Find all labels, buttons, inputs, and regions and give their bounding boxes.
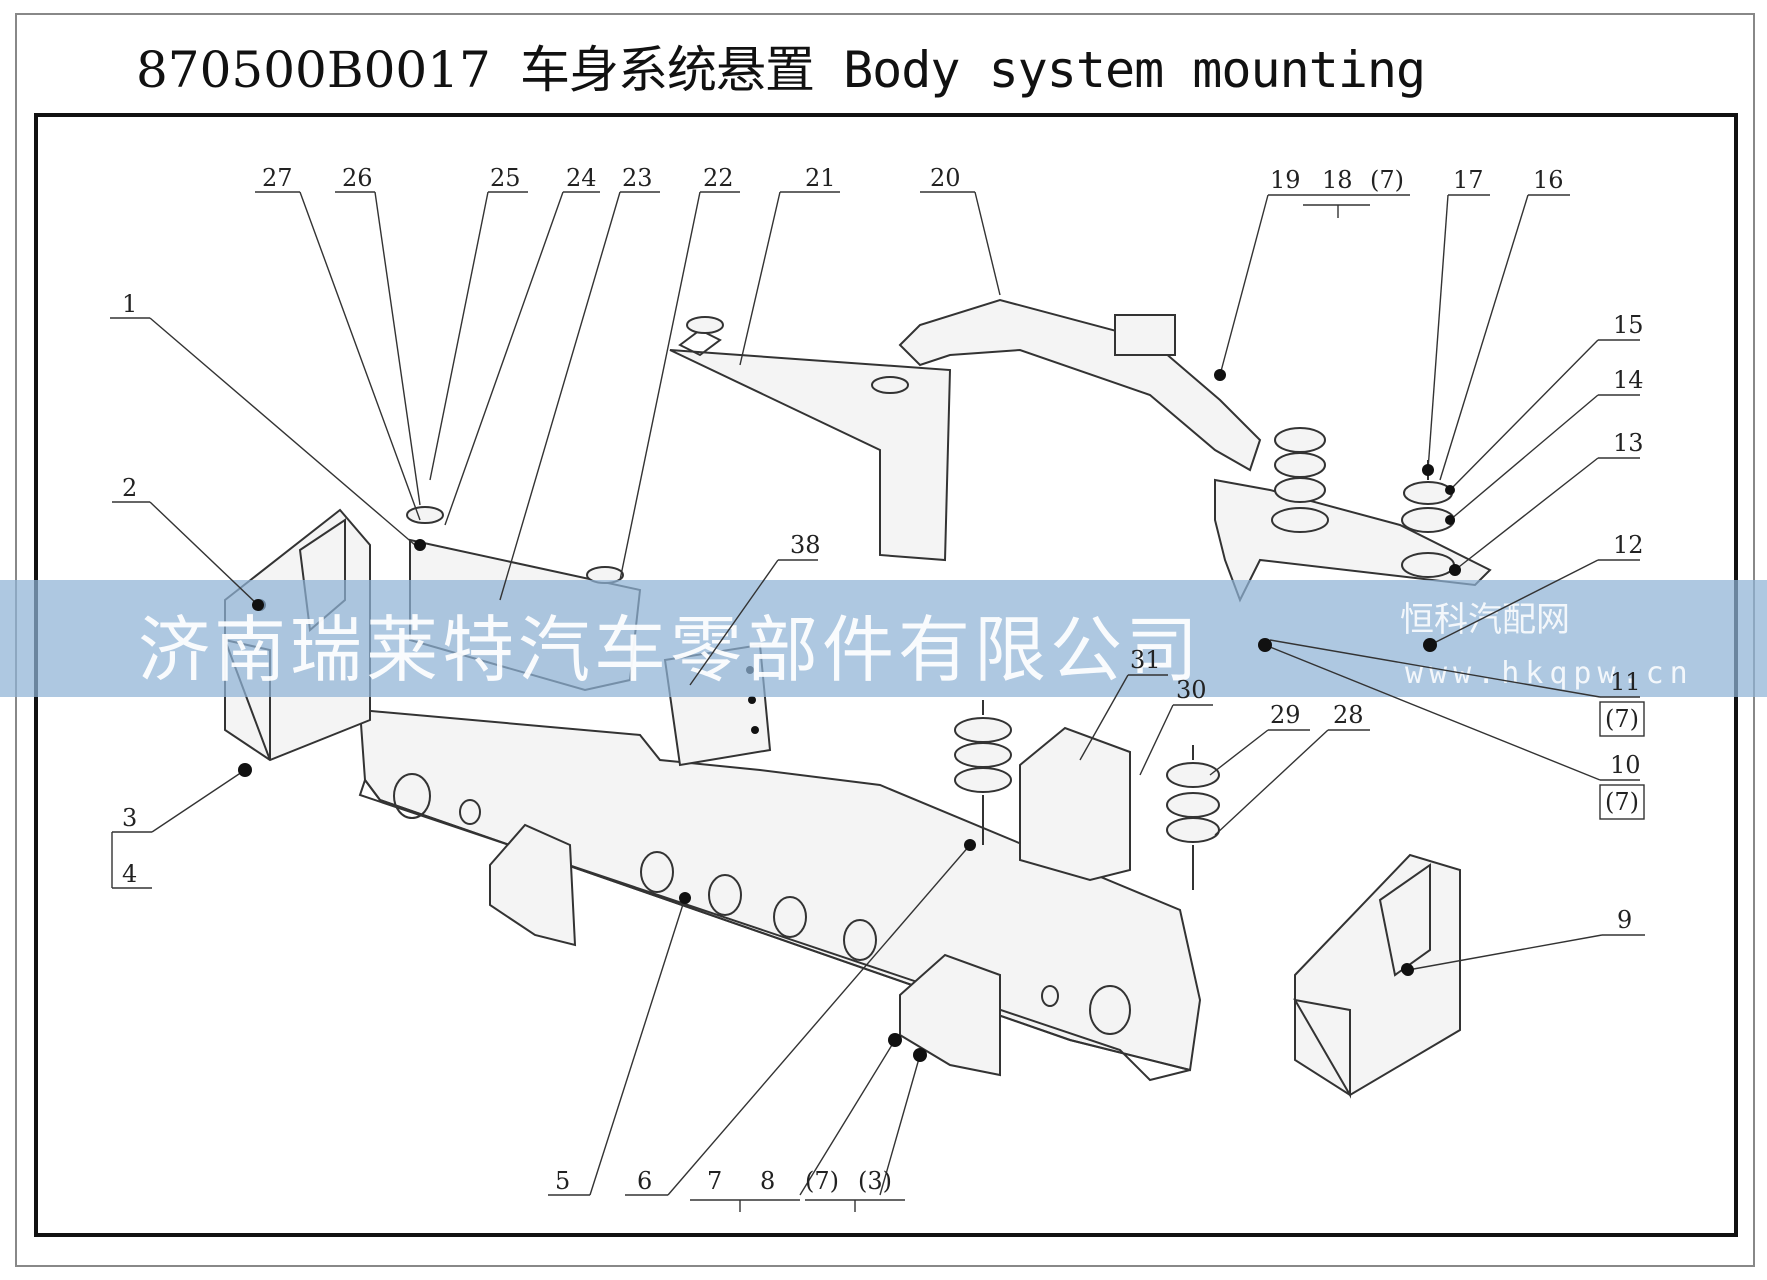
callout-dots (238, 369, 1461, 1062)
callout-13: 13 (1613, 429, 1644, 457)
callout-2: 2 (122, 474, 137, 502)
callout-29: 29 (1270, 701, 1301, 729)
callout-22: 22 (703, 164, 734, 192)
callout-20: 20 (930, 164, 961, 192)
callout-27: 27 (262, 164, 293, 192)
watermark-band (0, 580, 1767, 697)
watermark-site-url: www.hkqpw.cn (1405, 656, 1694, 691)
callout-15: 15 (1613, 311, 1644, 339)
callout-12: 12 (1613, 531, 1644, 559)
watermark-company: 济南瑞莱特汽车零部件有限公司 (138, 608, 1202, 692)
rubber-mount-center (954, 700, 1012, 845)
callout-11-qty: (7) (1605, 705, 1639, 733)
callout-8-qty-a: (7) (805, 1167, 839, 1195)
callout-1: 1 (122, 290, 137, 318)
callout-3: 3 (122, 804, 137, 832)
callout-labels: 27 26 25 24 23 22 21 20 19 18 (7) 17 16 … (122, 164, 1644, 1195)
upper-crossmember (898, 298, 1262, 472)
callout-10: 10 (1610, 751, 1641, 779)
callout-17: 17 (1453, 166, 1484, 194)
callout-25: 25 (490, 164, 521, 192)
callout-14: 14 (1613, 366, 1644, 394)
callout-18-qty: (7) (1370, 166, 1404, 194)
callout-23: 23 (622, 164, 653, 192)
callout-19: 19 (1270, 166, 1301, 194)
callout-6: 6 (637, 1167, 652, 1195)
callout-21: 21 (805, 164, 836, 192)
rubber-mount-upper-right (1271, 427, 1329, 533)
rubber-mount-left (406, 316, 909, 584)
rubber-mount-far-right (1401, 460, 1455, 578)
callout-18: 18 (1322, 166, 1353, 194)
callout-28: 28 (1333, 701, 1364, 729)
callout-8: 8 (760, 1167, 775, 1195)
leader-lines (110, 191, 1645, 1212)
title-name: 车身系统悬置 Body system mounting (519, 41, 1426, 99)
callout-16: 16 (1533, 166, 1564, 194)
rubber-mount-right (1166, 745, 1220, 890)
watermark-site-name: 恒科汽配网 (1400, 600, 1570, 640)
right-bracket (1293, 853, 1461, 1099)
diagram-title: 870500B0017 车身系统悬置 Body system mounting (136, 30, 1426, 102)
part-number: 870500B0017 (136, 41, 491, 99)
callout-11: 11 (1610, 668, 1641, 696)
callout-30: 30 (1176, 676, 1207, 704)
callout-7: 7 (707, 1167, 722, 1195)
callout-26: 26 (342, 164, 373, 192)
callout-5: 5 (555, 1167, 570, 1195)
callout-38: 38 (790, 531, 821, 559)
lower-brackets (489, 823, 1001, 1077)
callout-10-qty: (7) (1605, 788, 1639, 816)
callout-24: 24 (566, 164, 597, 192)
callout-4: 4 (122, 860, 137, 888)
callout-31: 31 (1130, 646, 1161, 674)
callout-9: 9 (1617, 906, 1632, 934)
callout-8-qty-b: (3) (858, 1167, 892, 1195)
center-bracket (1019, 726, 1131, 882)
